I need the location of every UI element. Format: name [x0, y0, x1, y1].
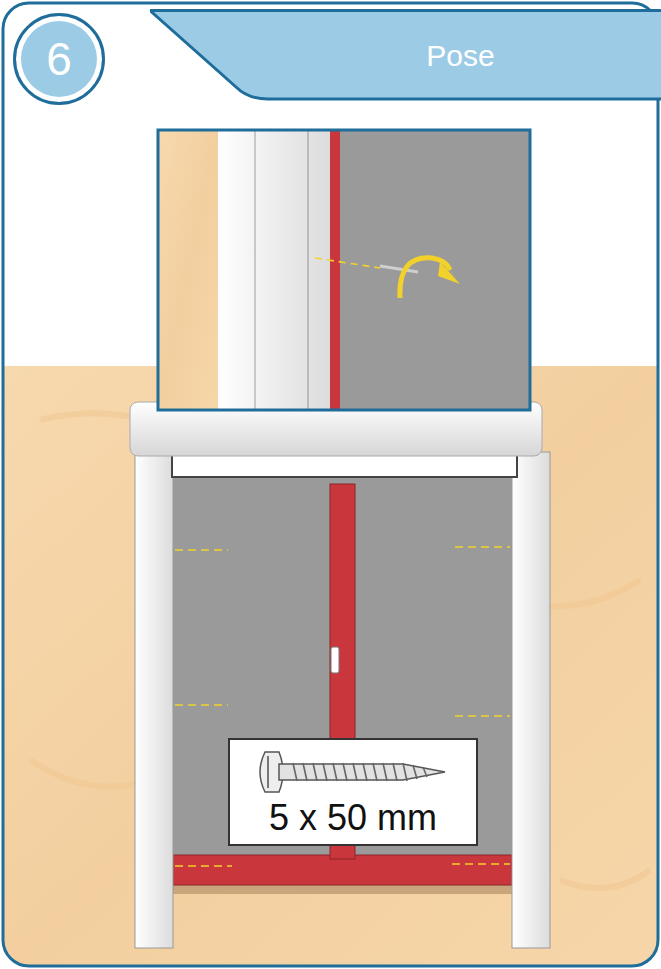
- wall: [3, 366, 658, 966]
- frame-right: [512, 452, 550, 948]
- card-border: [3, 3, 658, 966]
- window: [130, 402, 550, 948]
- step-number-text: 6: [46, 34, 72, 85]
- title-text: Pose: [426, 39, 494, 72]
- dimension-text: 5 x 50 mm: [269, 798, 437, 838]
- title-tab: [150, 9, 661, 101]
- step-number: 6: [13, 13, 105, 105]
- glass-pane: [173, 470, 512, 860]
- frame-left: [135, 452, 173, 948]
- card-ground: [3, 3, 658, 966]
- rail: [172, 453, 517, 477]
- detail-inset: [158, 130, 530, 410]
- step-title: Pose: [150, 9, 661, 101]
- screw-label: 5 x 50 mm: [228, 738, 478, 846]
- handle: [331, 647, 339, 673]
- screw-icon: [253, 746, 453, 798]
- screw-positions: [175, 547, 510, 866]
- tab-shape: [150, 11, 661, 100]
